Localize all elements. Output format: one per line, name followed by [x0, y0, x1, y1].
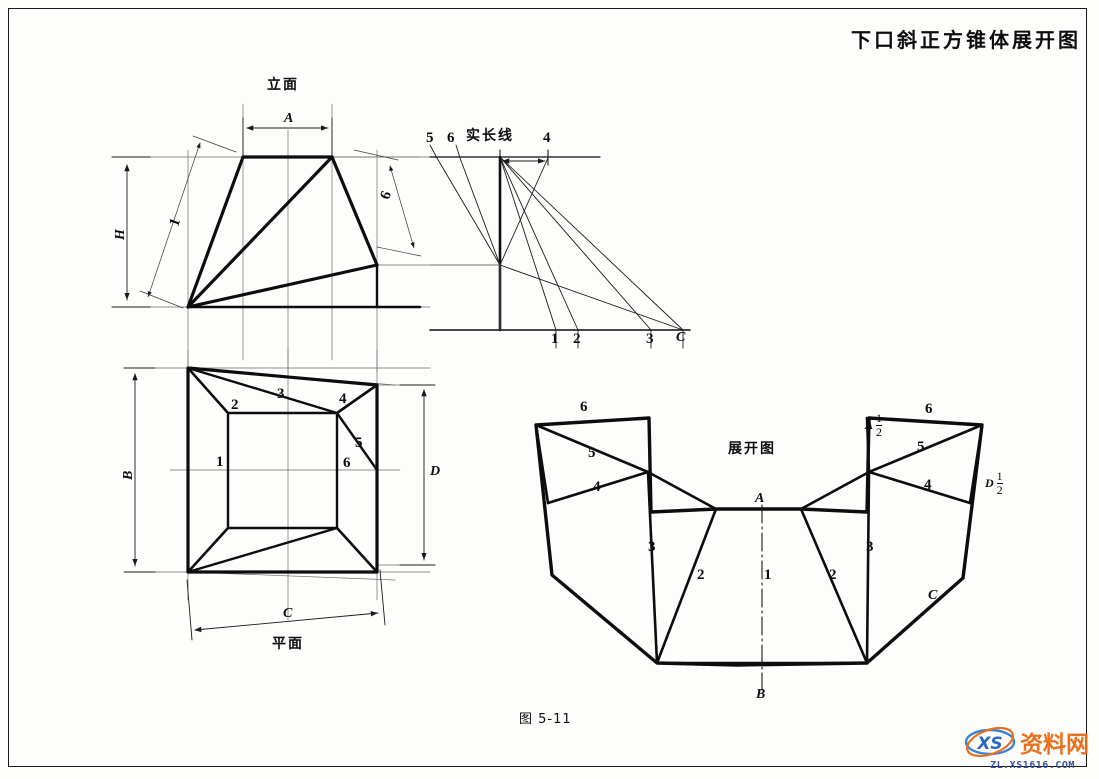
elevation-dim-label-H: H — [113, 229, 128, 240]
true-length-title: 实长线 — [466, 128, 514, 144]
development-half-a-fraction: 1 2 — [876, 411, 883, 439]
figure-caption: 图 5-11 — [519, 712, 572, 727]
plan-element-label-6: 6 — [343, 455, 351, 471]
elevation-dim-label-A: A — [284, 111, 294, 126]
development-left-label-3: 3 — [648, 539, 656, 555]
elevation-dim-H — [111, 156, 151, 308]
elevation-dim-6 — [353, 149, 422, 257]
development-half-d-fraction: 1 2 — [996, 469, 1003, 497]
true-length-top-label-4: 4 — [543, 130, 551, 146]
elevation-dim-1 — [139, 135, 237, 309]
plan-element-label-2: 2 — [231, 397, 239, 413]
development-half-d-letter: D — [985, 476, 994, 491]
plan-dim-label-B: B — [121, 470, 136, 480]
plan-dim-label-C: C — [283, 606, 293, 621]
true-length-diagram-geometry — [429, 144, 691, 349]
development-right-label-6: 6 — [925, 401, 933, 417]
development-half-a-letter: A — [865, 418, 874, 433]
true-length-bottom-label-3: 3 — [646, 331, 654, 347]
development-view-geometry — [534, 416, 984, 691]
development-half-a-numerator: 1 — [876, 411, 883, 425]
development-half-a-label: A 1 2 — [865, 411, 883, 439]
development-corner-label-B: B — [756, 687, 766, 702]
plan-element-label-1: 1 — [216, 454, 224, 470]
development-center-label-1: 1 — [764, 567, 772, 583]
development-title: 展开图 — [728, 441, 776, 457]
plan-view-geometry — [123, 349, 436, 641]
true-length-bottom-label-1: 1 — [551, 331, 559, 347]
plan-element-label-3: 3 — [277, 386, 285, 402]
development-left-label-5: 5 — [588, 445, 596, 461]
true-length-bottom-label-C: C — [676, 330, 686, 345]
development-right-label-5: 5 — [917, 439, 925, 455]
elevation-dim-A — [242, 117, 333, 161]
true-length-bottom-label-2: 2 — [573, 331, 581, 347]
plan-dim-C — [186, 569, 386, 641]
development-right-label-2: 2 — [829, 567, 837, 583]
watermark: XS 资料网 ZL.XS1616.COM — [964, 725, 1089, 771]
plan-dim-label-D: D — [430, 464, 441, 479]
drawing-title: 下口斜正方锥体展开图 — [851, 28, 1081, 52]
xs-logo-icon: XS — [964, 725, 1016, 759]
development-half-d-numerator: 1 — [996, 469, 1003, 483]
development-left-label-4: 4 — [593, 479, 601, 495]
plan-dim-B — [123, 367, 156, 573]
watermark-row: XS 资料网 — [964, 725, 1089, 759]
elevation-view-title: 立面 — [267, 77, 299, 93]
development-right-label-3: 3 — [866, 539, 874, 555]
development-left-label-6: 6 — [580, 399, 588, 415]
development-half-d-denominator: 2 — [996, 482, 1003, 497]
development-edge-label-C: C — [928, 588, 938, 603]
elevation-view-geometry — [111, 103, 501, 373]
development-half-d-label: D 1 2 — [985, 470, 1003, 496]
development-left-label-2: 2 — [697, 567, 705, 583]
development-right-label-4: 4 — [924, 477, 932, 493]
plan-element-label-4: 4 — [339, 391, 347, 407]
plan-element-label-5: 5 — [355, 435, 363, 451]
true-length-top-label-5: 5 — [426, 130, 434, 146]
svg-text:XS: XS — [976, 734, 1002, 754]
plan-view-title: 平面 — [272, 636, 304, 652]
watermark-site-name: 资料网 — [1020, 732, 1089, 758]
plan-dim-D — [399, 384, 436, 566]
true-length-top-label-6: 6 — [447, 130, 455, 146]
development-half-a-denominator: 2 — [876, 424, 883, 439]
page-border-frame — [8, 8, 1087, 767]
watermark-url: ZL.XS1616.COM — [990, 760, 1075, 771]
development-corner-label-A: A — [755, 491, 765, 506]
